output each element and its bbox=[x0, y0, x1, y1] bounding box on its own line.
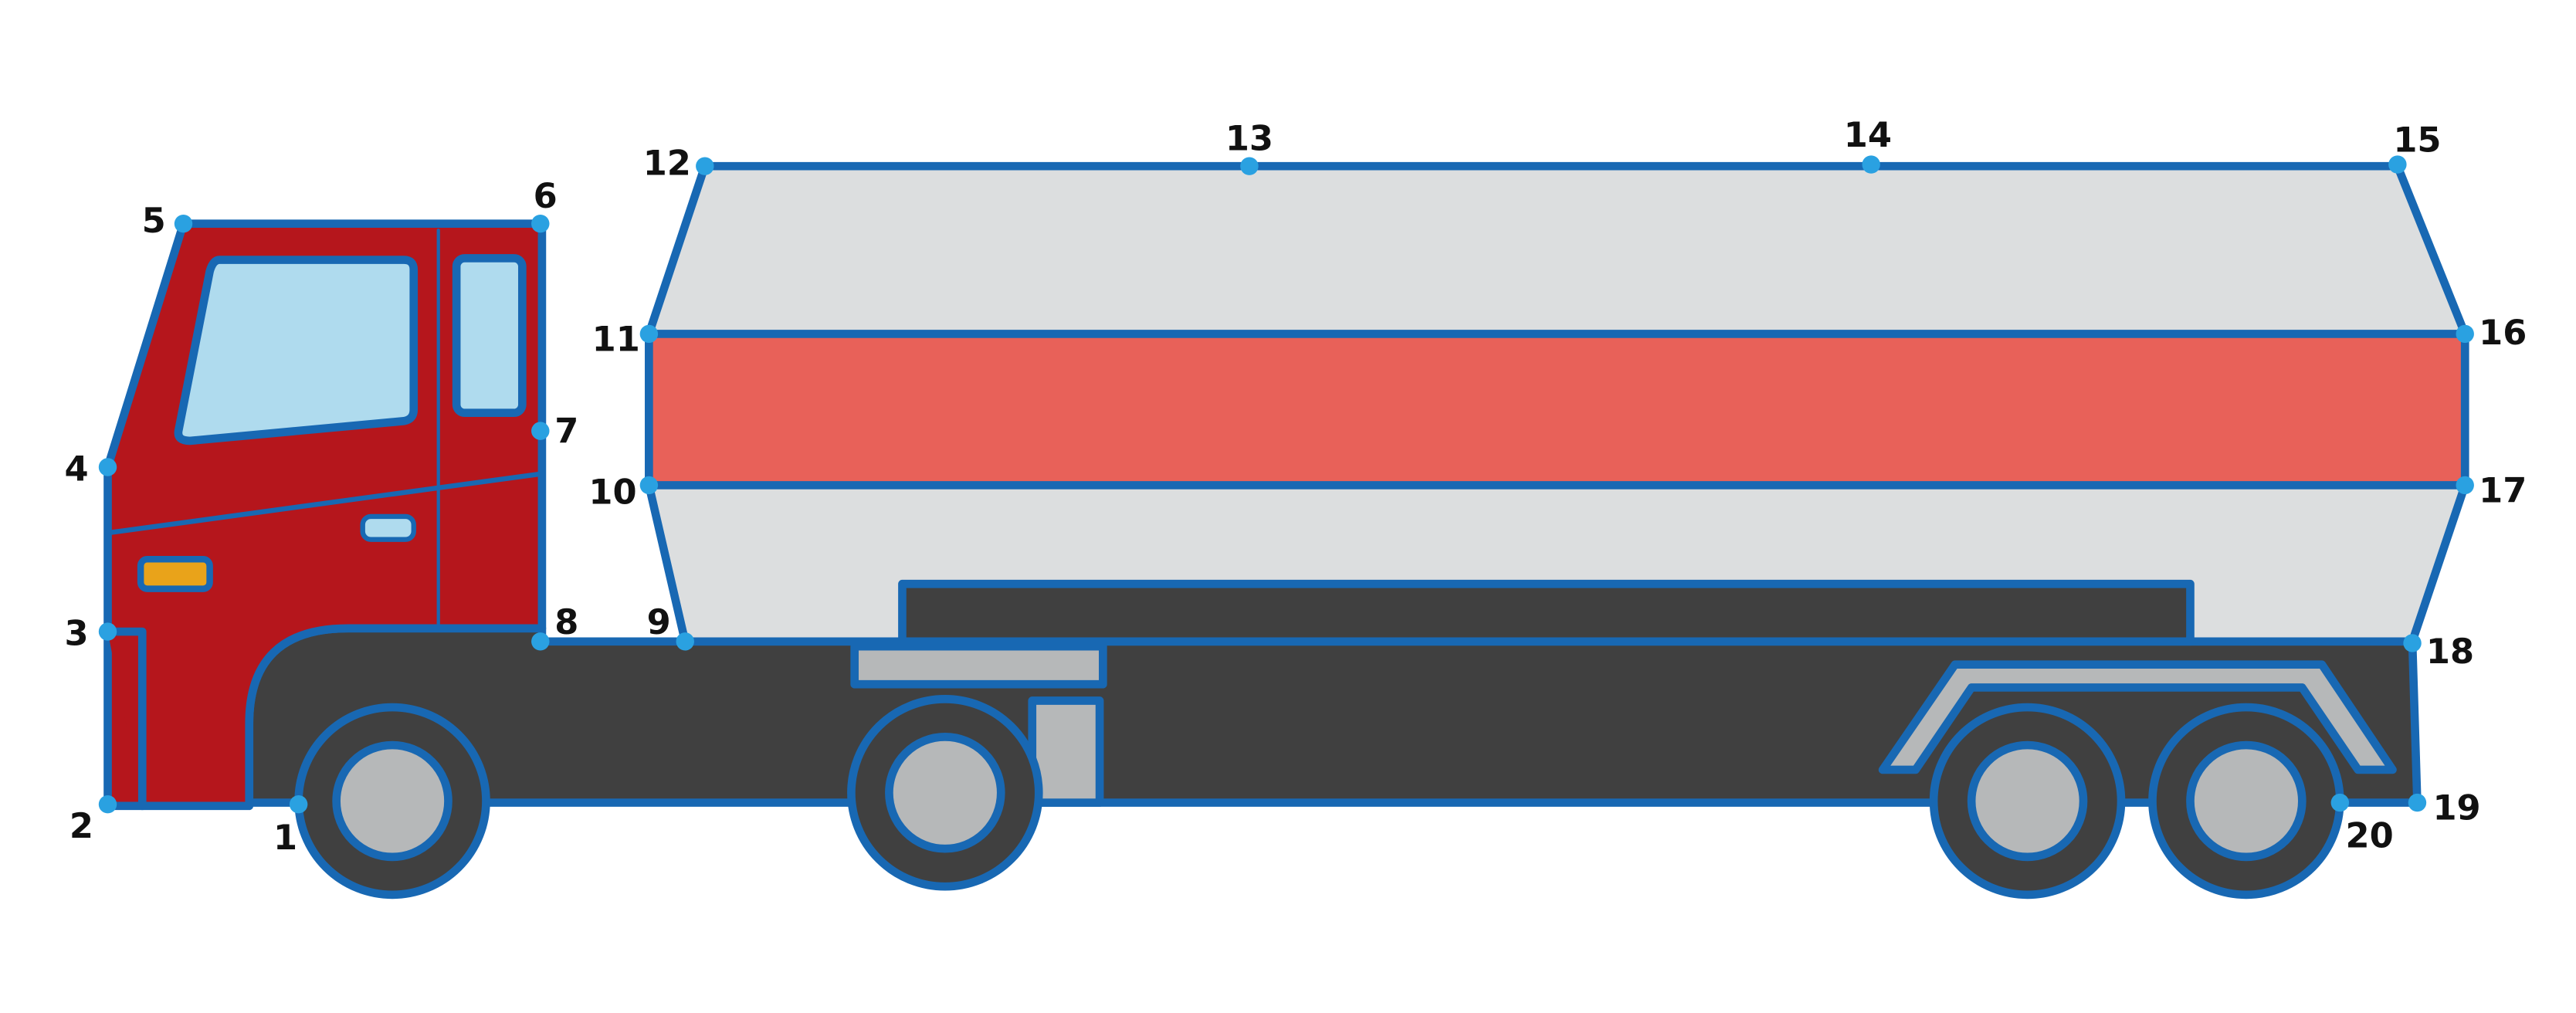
dot-label-11: 11 bbox=[592, 318, 640, 359]
tank-stripe bbox=[645, 330, 2469, 490]
dot-label-17: 17 bbox=[2479, 469, 2527, 510]
tank-underbox bbox=[898, 579, 2195, 646]
dot-label-2: 2 bbox=[69, 805, 93, 846]
side-step-upper bbox=[850, 642, 1107, 689]
dot-label-12: 12 bbox=[643, 142, 691, 183]
wheel-front bbox=[294, 703, 490, 900]
wheel-rear-1 bbox=[1929, 703, 2126, 900]
dot-19 bbox=[2408, 793, 2427, 812]
door-handle bbox=[360, 513, 416, 542]
dot-13 bbox=[1240, 157, 1259, 175]
dot-label-6: 6 bbox=[534, 175, 558, 216]
dot-2 bbox=[98, 794, 117, 814]
windshield bbox=[174, 256, 419, 446]
dot-14 bbox=[1862, 155, 1880, 174]
dot-20 bbox=[2330, 793, 2350, 812]
dot-label-10: 10 bbox=[588, 471, 636, 512]
dot-label-9: 9 bbox=[647, 601, 671, 642]
dot-15 bbox=[2388, 155, 2407, 174]
dot-label-3: 3 bbox=[64, 613, 88, 654]
wheel-hub-rear-2 bbox=[2186, 740, 2307, 862]
wheel-hub-middle bbox=[885, 733, 1005, 853]
dot-label-18: 18 bbox=[2426, 631, 2474, 672]
dot-5 bbox=[174, 215, 193, 233]
dot-7 bbox=[531, 422, 550, 440]
rear-fender bbox=[1878, 660, 2397, 774]
dot-8 bbox=[531, 632, 550, 651]
wheel-hub-front bbox=[332, 740, 452, 862]
cab-body-line bbox=[105, 471, 545, 536]
dot-label-16: 16 bbox=[2479, 312, 2527, 353]
cab-step bbox=[103, 627, 147, 811]
wheel-rear-2 bbox=[2148, 703, 2344, 900]
dot-16 bbox=[2456, 324, 2474, 344]
dot-18 bbox=[2403, 634, 2422, 652]
dot-4 bbox=[98, 458, 117, 476]
dot-9 bbox=[676, 632, 694, 651]
dot-label-15: 15 bbox=[2393, 120, 2441, 161]
dot-label-7: 7 bbox=[554, 411, 578, 452]
dot-12 bbox=[696, 157, 714, 175]
dot-11 bbox=[639, 324, 659, 344]
side-step-lower bbox=[1028, 696, 1104, 807]
dot-1 bbox=[289, 794, 308, 814]
side-window bbox=[452, 254, 527, 418]
dot-label-13: 13 bbox=[1225, 117, 1273, 158]
dot-label-8: 8 bbox=[554, 601, 578, 642]
dot-label-20: 20 bbox=[2346, 815, 2394, 856]
dot-label-5: 5 bbox=[142, 200, 166, 241]
dot-6 bbox=[531, 215, 550, 233]
dot-17 bbox=[2456, 476, 2474, 495]
dot-3 bbox=[98, 622, 117, 641]
wheel-hub-rear-1 bbox=[1967, 740, 2088, 862]
dot-label-4: 4 bbox=[64, 449, 88, 490]
dot-10 bbox=[639, 476, 659, 495]
wheel-middle bbox=[847, 695, 1043, 891]
dot-label-14: 14 bbox=[1844, 114, 1892, 155]
dot-label-1: 1 bbox=[273, 817, 297, 858]
dot-label-19: 19 bbox=[2432, 787, 2480, 828]
turn-indicator bbox=[137, 556, 213, 592]
